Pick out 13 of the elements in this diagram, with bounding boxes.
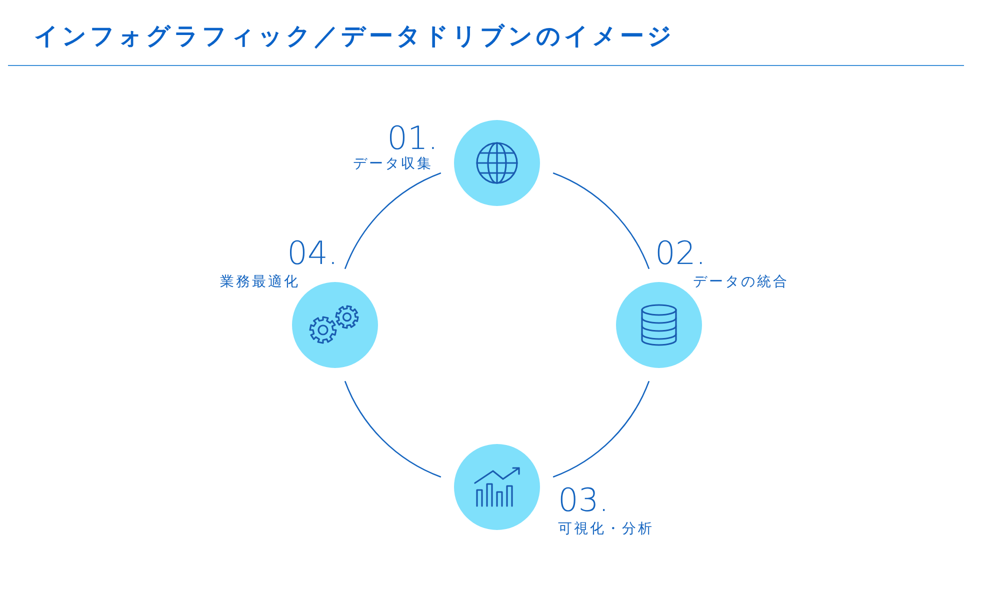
step-label: データ収集 [353, 157, 433, 171]
step-number: 02. [655, 237, 706, 269]
step-label: データの統合 [693, 275, 789, 289]
title: インフォグラフィック／データドリブンのイメージ [34, 21, 675, 52]
connector-arc [344, 172, 442, 270]
step-label: 業務最適化 [220, 275, 300, 289]
step-label: 可視化・分析 [558, 522, 654, 536]
connector-arc [552, 172, 650, 270]
connector-arc [552, 380, 650, 478]
step-number: 03. [558, 484, 609, 516]
step-number: 01. [387, 122, 438, 154]
step-number: 04. [287, 237, 338, 269]
connector-arc [344, 380, 442, 478]
